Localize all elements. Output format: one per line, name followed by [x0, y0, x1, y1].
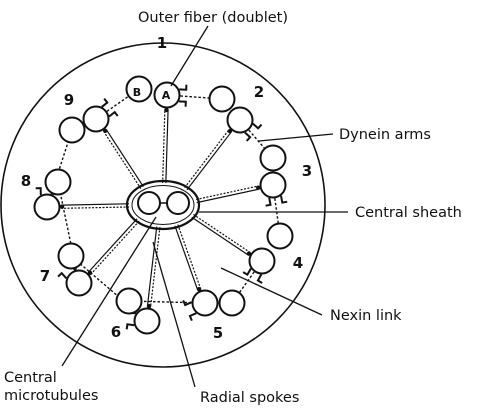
radial-spoke-7 — [87, 218, 140, 275]
dynein-arms-2 — [244, 122, 263, 142]
central-sheath-label: Central sheath — [355, 205, 462, 221]
radial-spokes-label: Radial spokes — [200, 390, 299, 406]
dynein-arms-5 — [182, 300, 197, 321]
radial-spoke-3 — [196, 185, 261, 204]
tubule-b-9 — [58, 116, 86, 144]
doublet-number-2: 2 — [254, 83, 264, 101]
tubule-a-label: A — [162, 89, 171, 102]
tubule-a-1 — [153, 81, 181, 109]
doublet-number-6: 6 — [111, 323, 121, 341]
nexin-link-6 — [70, 255, 148, 322]
leader-lines — [61, 25, 348, 388]
outer-membrane — [0, 42, 326, 368]
tubule-a-3 — [259, 171, 287, 199]
tubule-b-1 — [125, 75, 153, 103]
radial-spoke-2 — [184, 128, 233, 191]
doublet-8 — [33, 168, 72, 221]
radial-spoke-9 — [103, 128, 144, 189]
tubule-b-2 — [208, 85, 236, 113]
nexin-link-label: Nexin link — [330, 308, 402, 324]
doublet-number-4: 4 — [293, 254, 303, 272]
outer-fiber-label: Outer fiber (doublet) — [138, 10, 288, 26]
tubule-a-8 — [33, 193, 61, 221]
tubule-b-3 — [259, 144, 287, 172]
tubule-a-5 — [191, 289, 219, 317]
tubule-b-6 — [115, 287, 143, 315]
radial-spoke-4 — [191, 213, 252, 256]
doublet-1 — [125, 75, 181, 109]
tubule-a-2 — [226, 106, 254, 134]
dynein-arms-1 — [178, 84, 188, 107]
radial-spokes-group — [59, 107, 261, 309]
radial-spoke-8 — [59, 203, 130, 209]
doublet-number-9: 9 — [64, 91, 74, 109]
tubule-b-5 — [218, 289, 246, 317]
central-microtubules-label-line1: Central — [4, 370, 57, 386]
central-sheath-inner — [131, 185, 195, 225]
dynein-arms-4 — [242, 268, 263, 284]
nexin-link-7 — [57, 181, 80, 284]
tubule-a-9 — [82, 105, 110, 133]
doublet-7 — [57, 242, 93, 297]
doublet-number-3: 3 — [302, 162, 312, 180]
central-microtubules-label-line2: microtubules — [4, 388, 98, 404]
doublet-2 — [208, 85, 254, 134]
dynein-arms-3 — [265, 195, 288, 207]
radial-spoke-6 — [146, 226, 161, 309]
tubule-b-label: B — [133, 86, 141, 99]
doublet-9 — [58, 105, 110, 144]
tubule-b-4 — [266, 222, 294, 250]
tubule-b-7 — [57, 242, 85, 270]
doublet-6 — [115, 287, 161, 335]
central-microtubule-right — [166, 191, 190, 215]
doublet-number-5: 5 — [213, 324, 223, 342]
dynein-arms-label: Dynein arms — [339, 127, 431, 143]
radial-spoke-1 — [162, 107, 169, 184]
tubule-b-8 — [44, 168, 72, 196]
dynein-arms-9 — [101, 97, 119, 118]
doublet-number-7: 7 — [40, 267, 50, 285]
doublet-3 — [259, 144, 287, 199]
tubule-a-7 — [65, 269, 93, 297]
doublet-number-8: 8 — [21, 172, 31, 190]
doublet-5 — [191, 289, 246, 317]
central-microtubule-left — [137, 191, 161, 215]
doublet-number-1: 1 — [157, 34, 167, 52]
radial-spoke-5 — [174, 224, 202, 292]
tubule-a-6 — [133, 307, 161, 335]
tubule-a-4 — [248, 247, 276, 275]
doublets-group — [33, 75, 294, 335]
doublet-numbers: 1 2 3 4 5 6 7 8 9 — [21, 34, 312, 342]
central-sheath — [125, 179, 201, 231]
doublet-4 — [248, 222, 294, 275]
